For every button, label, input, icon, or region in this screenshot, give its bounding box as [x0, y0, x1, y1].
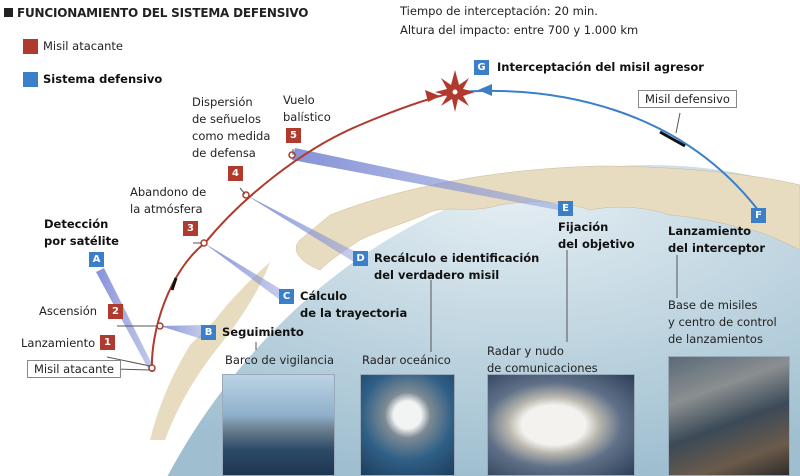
step-5-badge: 5 [286, 128, 301, 143]
legend-label-attack: Misil atacante [43, 39, 124, 53]
land-mass [295, 165, 800, 271]
step-a-badge: A [89, 252, 104, 267]
beam-a [96, 268, 156, 372]
detection-beams [96, 148, 558, 372]
photo-caption-ship: Barco de vigilancia [225, 353, 335, 367]
step-1-label: Lanzamiento [21, 336, 96, 350]
step-2-label: Ascensión [39, 304, 98, 318]
legend-swatch-defense [23, 72, 38, 87]
photo-ocean-radar [360, 374, 455, 476]
step-b-badge: B [201, 325, 216, 340]
step-g-label: Interceptación del misil agresor [497, 60, 704, 74]
defender-callout: Misil defensivo [638, 90, 737, 108]
beam-e [292, 148, 558, 210]
step-e-badge: E [558, 201, 573, 216]
attack-trajectory [150, 92, 453, 373]
attack-missile-icon [170, 277, 178, 291]
step-c-badge: C [279, 289, 294, 304]
explosion-icon [435, 70, 475, 112]
defense-missile-icon [659, 130, 686, 148]
page-title: FUNCIONAMIENTO DEL SISTEMA DEFENSIVO [4, 6, 309, 20]
impact-altitude: Altura del impacto: entre 700 y 1.000 km [400, 23, 639, 37]
leader-lines [106, 112, 681, 371]
step-f-badge: F [751, 208, 766, 223]
land-mass-left [150, 262, 270, 440]
step-4-badge: 4 [228, 166, 243, 181]
beam-d [246, 195, 356, 262]
photo-comms-radar [487, 374, 635, 476]
step-d-badge: D [353, 251, 368, 266]
step-1-badge: 1 [100, 335, 115, 350]
defense-trajectory [457, 89, 759, 211]
arrow-head-red [425, 90, 440, 102]
legend-label-defense: Sistema defensivo [43, 72, 163, 86]
step-b-label: Seguimiento [222, 325, 304, 339]
attacker-callout: Misil atacante [27, 360, 122, 378]
beam-b [160, 325, 205, 340]
beam-c [204, 243, 282, 300]
step-g-badge: G [474, 60, 489, 75]
photo-caption-ocean-radar: Radar oceánico [362, 353, 451, 367]
photo-surveillance-ship [222, 374, 335, 476]
step-3-badge: 3 [183, 221, 198, 236]
arrow-head-blue [478, 84, 492, 96]
photo-control-center [668, 356, 790, 476]
step-2-badge: 2 [108, 304, 123, 319]
interception-time: Tiempo de interceptación: 20 min. [400, 4, 598, 18]
legend-swatch-attack [23, 39, 38, 54]
